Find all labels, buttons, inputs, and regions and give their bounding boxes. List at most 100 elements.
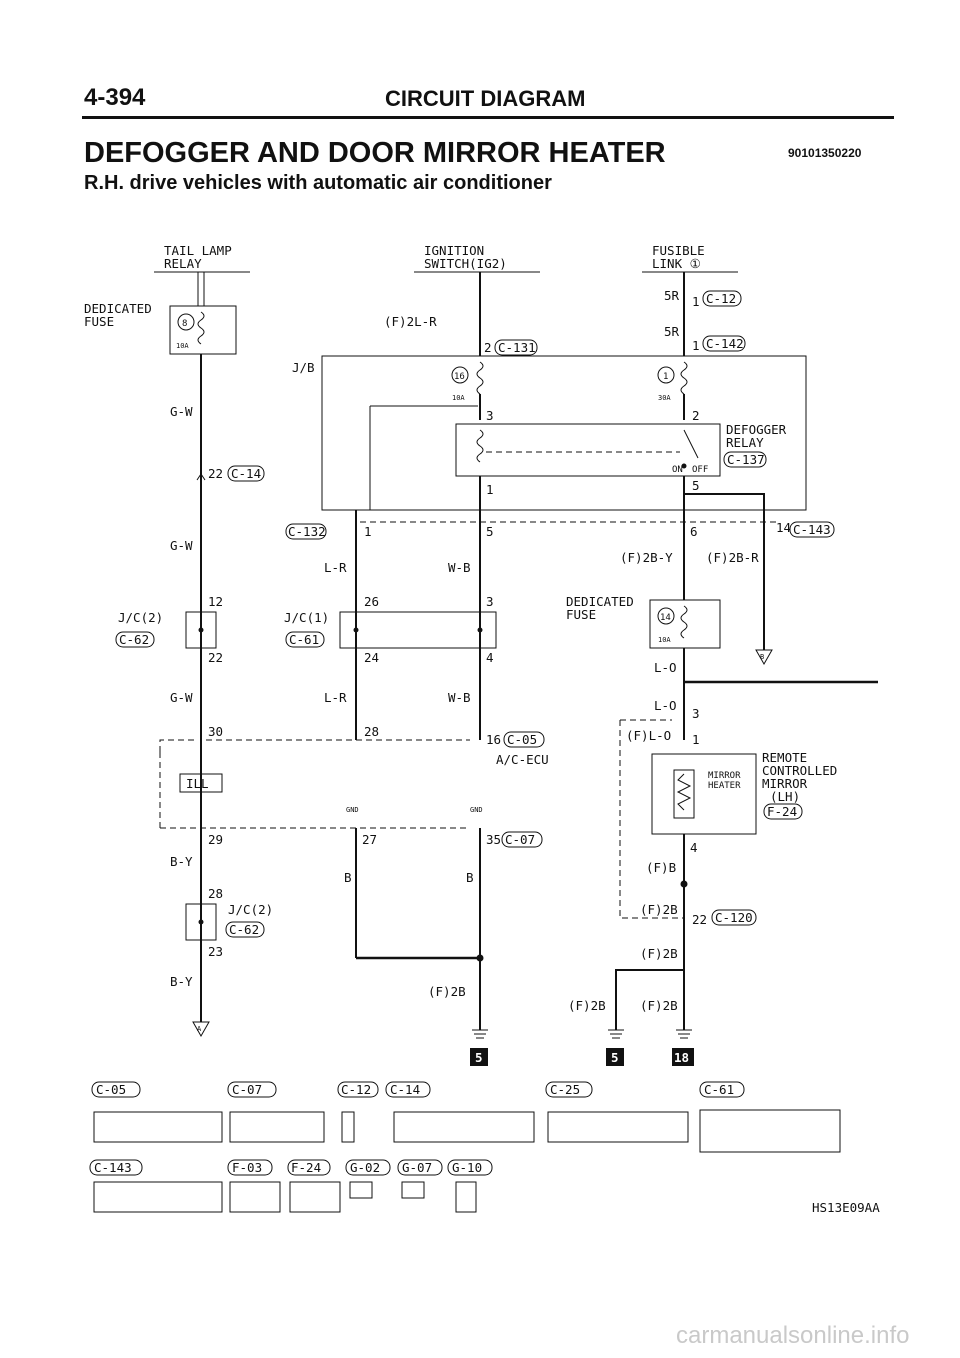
controlled-label: CONTROLLED: [762, 763, 837, 778]
c142-label: C-142: [706, 336, 744, 351]
ground-5-box: [470, 1048, 488, 1066]
c143-label: C-143: [793, 522, 831, 537]
legend-c05-connector: [93, 1111, 223, 1143]
jc2-upper-dot: [198, 627, 204, 633]
wire-lo-2: L-O: [654, 698, 677, 713]
c61-tag: [285, 631, 325, 648]
jc2-lower-label: J/C(2): [228, 902, 273, 917]
dedicated-fuse-label-2: DEDICATED: [566, 594, 634, 609]
c120-tag: [711, 909, 757, 926]
fuse-8-circle: [177, 313, 195, 331]
wire-lo-1: L-O: [654, 660, 677, 675]
relay-off: OFF: [692, 465, 708, 475]
figure-reference: HS13E09AA: [812, 1200, 880, 1215]
legend-g07-tag: [397, 1159, 443, 1176]
wire-f2br: (F)2B-R: [706, 550, 759, 565]
c07-tag: [501, 831, 543, 848]
pin-1b: 1: [692, 338, 700, 353]
wire-wb-2: W-B: [448, 690, 471, 705]
connector-a: A: [197, 1025, 202, 1033]
pin-28a: 28: [364, 724, 379, 739]
pin-2b: 2: [692, 408, 700, 423]
ill-label: ILL: [186, 776, 209, 791]
c132-tag: [285, 523, 327, 540]
legend-c61: C-61: [704, 1082, 734, 1097]
jc1-box: [339, 611, 497, 649]
legend-c143-tag: [89, 1159, 143, 1176]
legend-f03-tag: [227, 1159, 273, 1176]
wire-color-by-2: B-Y: [170, 974, 193, 989]
pin-22c: 22: [692, 912, 707, 927]
dedicated-fuse-label: DEDICATED: [84, 301, 152, 316]
connector-chevron: [196, 473, 206, 481]
pin-1d: 1: [364, 524, 372, 539]
ground-branch: [615, 969, 684, 1030]
fuse-14-circle: [657, 607, 675, 625]
legend-f24-tag: [287, 1159, 331, 1176]
pin-2: 2: [484, 340, 492, 355]
jb-label: J/B: [292, 360, 315, 375]
header-rule: [82, 116, 894, 119]
pin-22: 22: [208, 466, 223, 481]
wire-lr-2: L-R: [324, 690, 347, 705]
wire-f2by: (F)2B-Y: [620, 550, 673, 565]
c62-label: C-62: [119, 632, 149, 647]
wire-f2b-1: (F)2B: [428, 984, 466, 999]
c143-tag: [789, 521, 835, 538]
defogger-relay-label: RELAY: [726, 435, 764, 450]
f24-tag: [763, 803, 803, 820]
pin-4b: 4: [690, 840, 698, 855]
jc1-label: J/C(1): [284, 610, 329, 625]
legend-g07: G-07: [402, 1160, 432, 1175]
fuse-14-amp: 10A: [658, 636, 671, 644]
pin-23: 23: [208, 944, 223, 959]
legend-c14-tag: [385, 1081, 431, 1098]
wire-wb-1: W-B: [448, 560, 471, 575]
c131-label: C-131: [498, 340, 536, 355]
fuse-1-element: [680, 361, 688, 395]
wire-color-gw-2: G-W: [170, 538, 193, 553]
legend-c12: C-12: [341, 1082, 371, 1097]
pin-28: 28: [208, 886, 223, 901]
ground-18-label: 18: [674, 1050, 689, 1065]
diagram-title: DEFOGGER AND DOOR MIRROR HEATER: [84, 137, 666, 169]
legend-f03-connector: [229, 1181, 281, 1213]
junction-block: [321, 355, 807, 511]
fusible-label: FUSIBLE: [652, 243, 705, 258]
ecu-dash-left-top: [159, 739, 196, 752]
wire-b-2: B: [466, 870, 474, 885]
c132-label: C-132: [288, 524, 326, 539]
legend-g02-connector: [349, 1181, 373, 1199]
c131-tag: [494, 339, 538, 356]
c07-label: C-07: [505, 832, 535, 847]
acecu-label: A/C-ECU: [496, 752, 549, 767]
relay-contact: [683, 429, 699, 459]
mirror-dash-left: [619, 720, 684, 919]
legend-c05: C-05: [96, 1082, 126, 1097]
c14-label: C-14: [231, 466, 261, 481]
c62-tag: [115, 631, 155, 648]
defogger-label: DEFOGGER: [726, 422, 787, 437]
mirror-heater-box: [651, 753, 757, 835]
mirror2-label: MIRROR: [762, 776, 808, 791]
pin-6: 6: [690, 524, 698, 539]
legend-c14: C-14: [390, 1082, 420, 1097]
pin-14: 14: [776, 520, 791, 535]
mirror-junction: [680, 880, 688, 888]
pin-16: 16: [486, 732, 501, 747]
c14-tag: [227, 465, 265, 482]
wire-f2b-2: (F)2B: [640, 902, 678, 917]
c12-label: C-12: [706, 291, 736, 306]
ignition-label: IGNITION: [424, 243, 484, 258]
fuse-8-number: 8: [182, 319, 187, 329]
c12-tag: [702, 290, 742, 307]
fuse-label-2: FUSE: [566, 607, 596, 622]
legend-f24: F-24: [291, 1160, 321, 1175]
document-id: 90101350220: [788, 146, 862, 160]
legend-c07: C-07: [232, 1082, 262, 1097]
gnd-label-2: GND: [470, 806, 483, 814]
f24-label: F-24: [767, 804, 797, 819]
legend-c25-tag: [545, 1081, 593, 1098]
fuse-label: FUSE: [84, 314, 114, 329]
fuse-16-number: 16: [454, 372, 465, 382]
